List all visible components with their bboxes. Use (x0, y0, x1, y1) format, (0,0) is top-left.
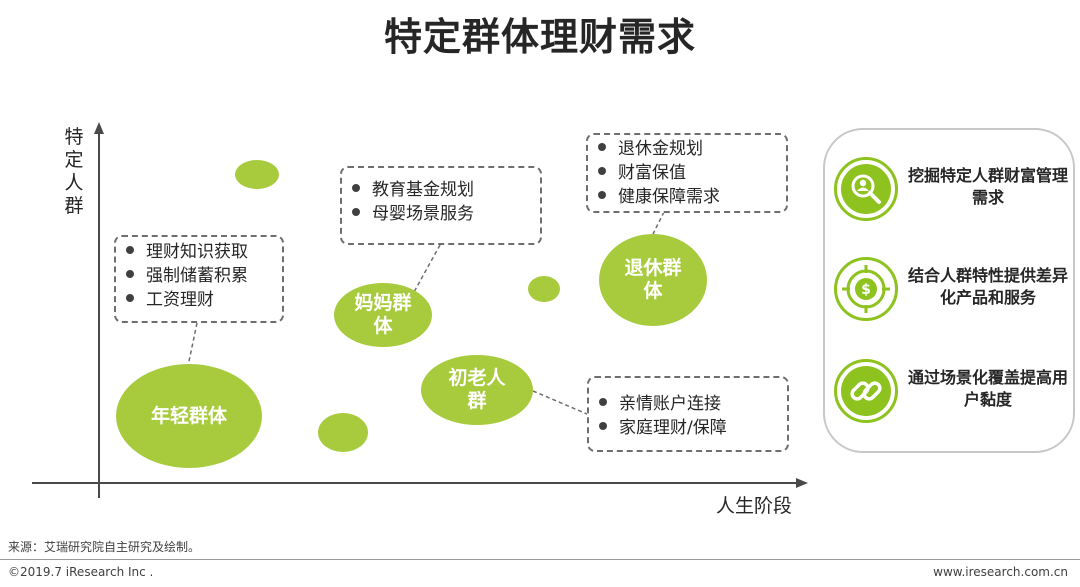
feature-text: 通过场景化覆盖提高用户黏度 (907, 368, 1068, 409)
bubble-early-elderly-group: 初老人群 (421, 355, 533, 425)
need-item: 亲情账户连接 (599, 392, 777, 416)
chain-link-icon (850, 381, 882, 401)
connector-young (187, 322, 198, 367)
need-item: 理财知识获取 (126, 240, 272, 264)
x-axis-label: 人生阶段 (716, 495, 793, 517)
strategy-panel: 挖掘特定人群财富管理需求 $ 结合人群特性提供差异化产品和服务 (823, 128, 1075, 453)
footer-divider (0, 559, 1080, 560)
source-note: 来源：艾瑞研究院自主研究及绘制。 (8, 540, 201, 554)
feature-item: 挖掘特定人群财富管理需求 (825, 157, 1073, 231)
page-title: 特定群体理财需求 (383, 15, 696, 59)
callout-mom-needs: 教育基金规划 母婴场景服务 (340, 166, 542, 245)
decorative-dot (528, 276, 560, 302)
callout-early-elderly-needs: 亲情账户连接 家庭理财/保障 (587, 376, 789, 452)
need-item: 强制储蓄积累 (126, 264, 272, 288)
y-axis-arrow (94, 122, 104, 134)
need-item: 教育基金规划 (352, 178, 530, 202)
feature-text: 结合人群特性提供差异化产品和服务 (907, 266, 1068, 307)
bubble-mom-label: 妈妈群体 (354, 292, 412, 337)
decorative-dot (318, 413, 368, 452)
bubble-retired-group: 退休群体 (599, 234, 707, 326)
need-item: 母婴场景服务 (352, 202, 530, 226)
x-axis-arrow (796, 478, 808, 488)
callout-retired-needs: 退休金规划 财富保值 健康保障需求 (586, 133, 788, 213)
connector-retired (652, 211, 665, 235)
feature-text: 挖掘特定人群财富管理需求 (907, 166, 1068, 207)
feature-item: 通过场景化覆盖提高用户黏度 (825, 359, 1073, 433)
connector-early-elderly (532, 390, 588, 415)
bubble-young-group: 年轻群体 (116, 364, 262, 468)
need-item: 健康保障需求 (598, 185, 776, 209)
callout-young-needs: 理财知识获取 强制储蓄积累 工资理财 (114, 235, 284, 323)
feature-item: $ 结合人群特性提供差异化产品和服务 (825, 257, 1073, 331)
dollar-target-icon: $ (842, 265, 890, 313)
copyright: ©2019.7 iResearch Inc . (8, 565, 154, 579)
need-item: 财富保值 (598, 161, 776, 185)
svg-text:$: $ (861, 282, 871, 298)
bubble-early-elderly-label: 初老人群 (448, 367, 506, 412)
website-link[interactable]: www.iresearch.com.cn (933, 565, 1068, 579)
bubble-retired-label: 退休群体 (624, 257, 682, 302)
decorative-dot (235, 160, 279, 189)
need-item: 家庭理财/保障 (599, 416, 777, 440)
need-item: 退休金规划 (598, 137, 776, 161)
need-item: 工资理财 (126, 288, 272, 312)
y-axis-label: 特定人群 (64, 126, 84, 217)
bubble-mom-group: 妈妈群体 (334, 283, 432, 347)
connector-mom (413, 244, 441, 293)
search-person-icon (851, 174, 881, 204)
bubble-young-label: 年轻群体 (150, 404, 227, 427)
